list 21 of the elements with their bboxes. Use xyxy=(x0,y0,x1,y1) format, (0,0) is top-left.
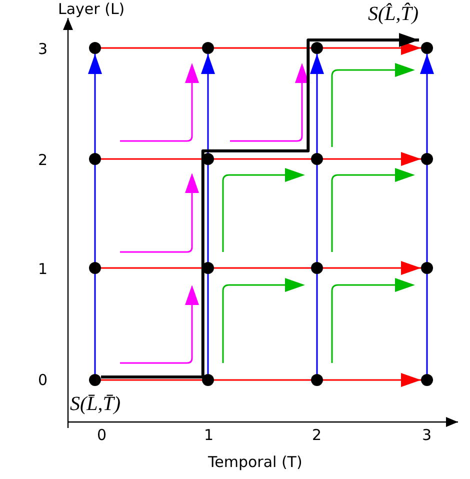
axis-title: Temporal (T) xyxy=(208,455,302,470)
tick-label: 1 xyxy=(38,262,48,277)
arrow xyxy=(420,54,434,374)
axis-title: Layer (L) xyxy=(58,2,125,17)
tick-label: 2 xyxy=(38,153,48,168)
tick-label: 0 xyxy=(38,373,48,388)
tick-label: 0 xyxy=(97,428,107,443)
state-label: S(L̄,T̄) xyxy=(70,394,121,414)
state-label: S(L̂,T̂) xyxy=(368,4,419,24)
tick-label: 3 xyxy=(38,42,48,57)
tick-label: 2 xyxy=(312,428,322,443)
tick-label: 3 xyxy=(422,428,432,443)
arrow xyxy=(201,54,215,374)
arrow xyxy=(88,54,102,374)
arrow xyxy=(101,41,421,55)
arrow xyxy=(101,261,421,275)
arrow xyxy=(101,373,421,387)
arrow xyxy=(101,152,421,166)
arrow xyxy=(310,54,324,374)
arrow xyxy=(101,33,419,378)
tick-label: 1 xyxy=(204,428,214,443)
